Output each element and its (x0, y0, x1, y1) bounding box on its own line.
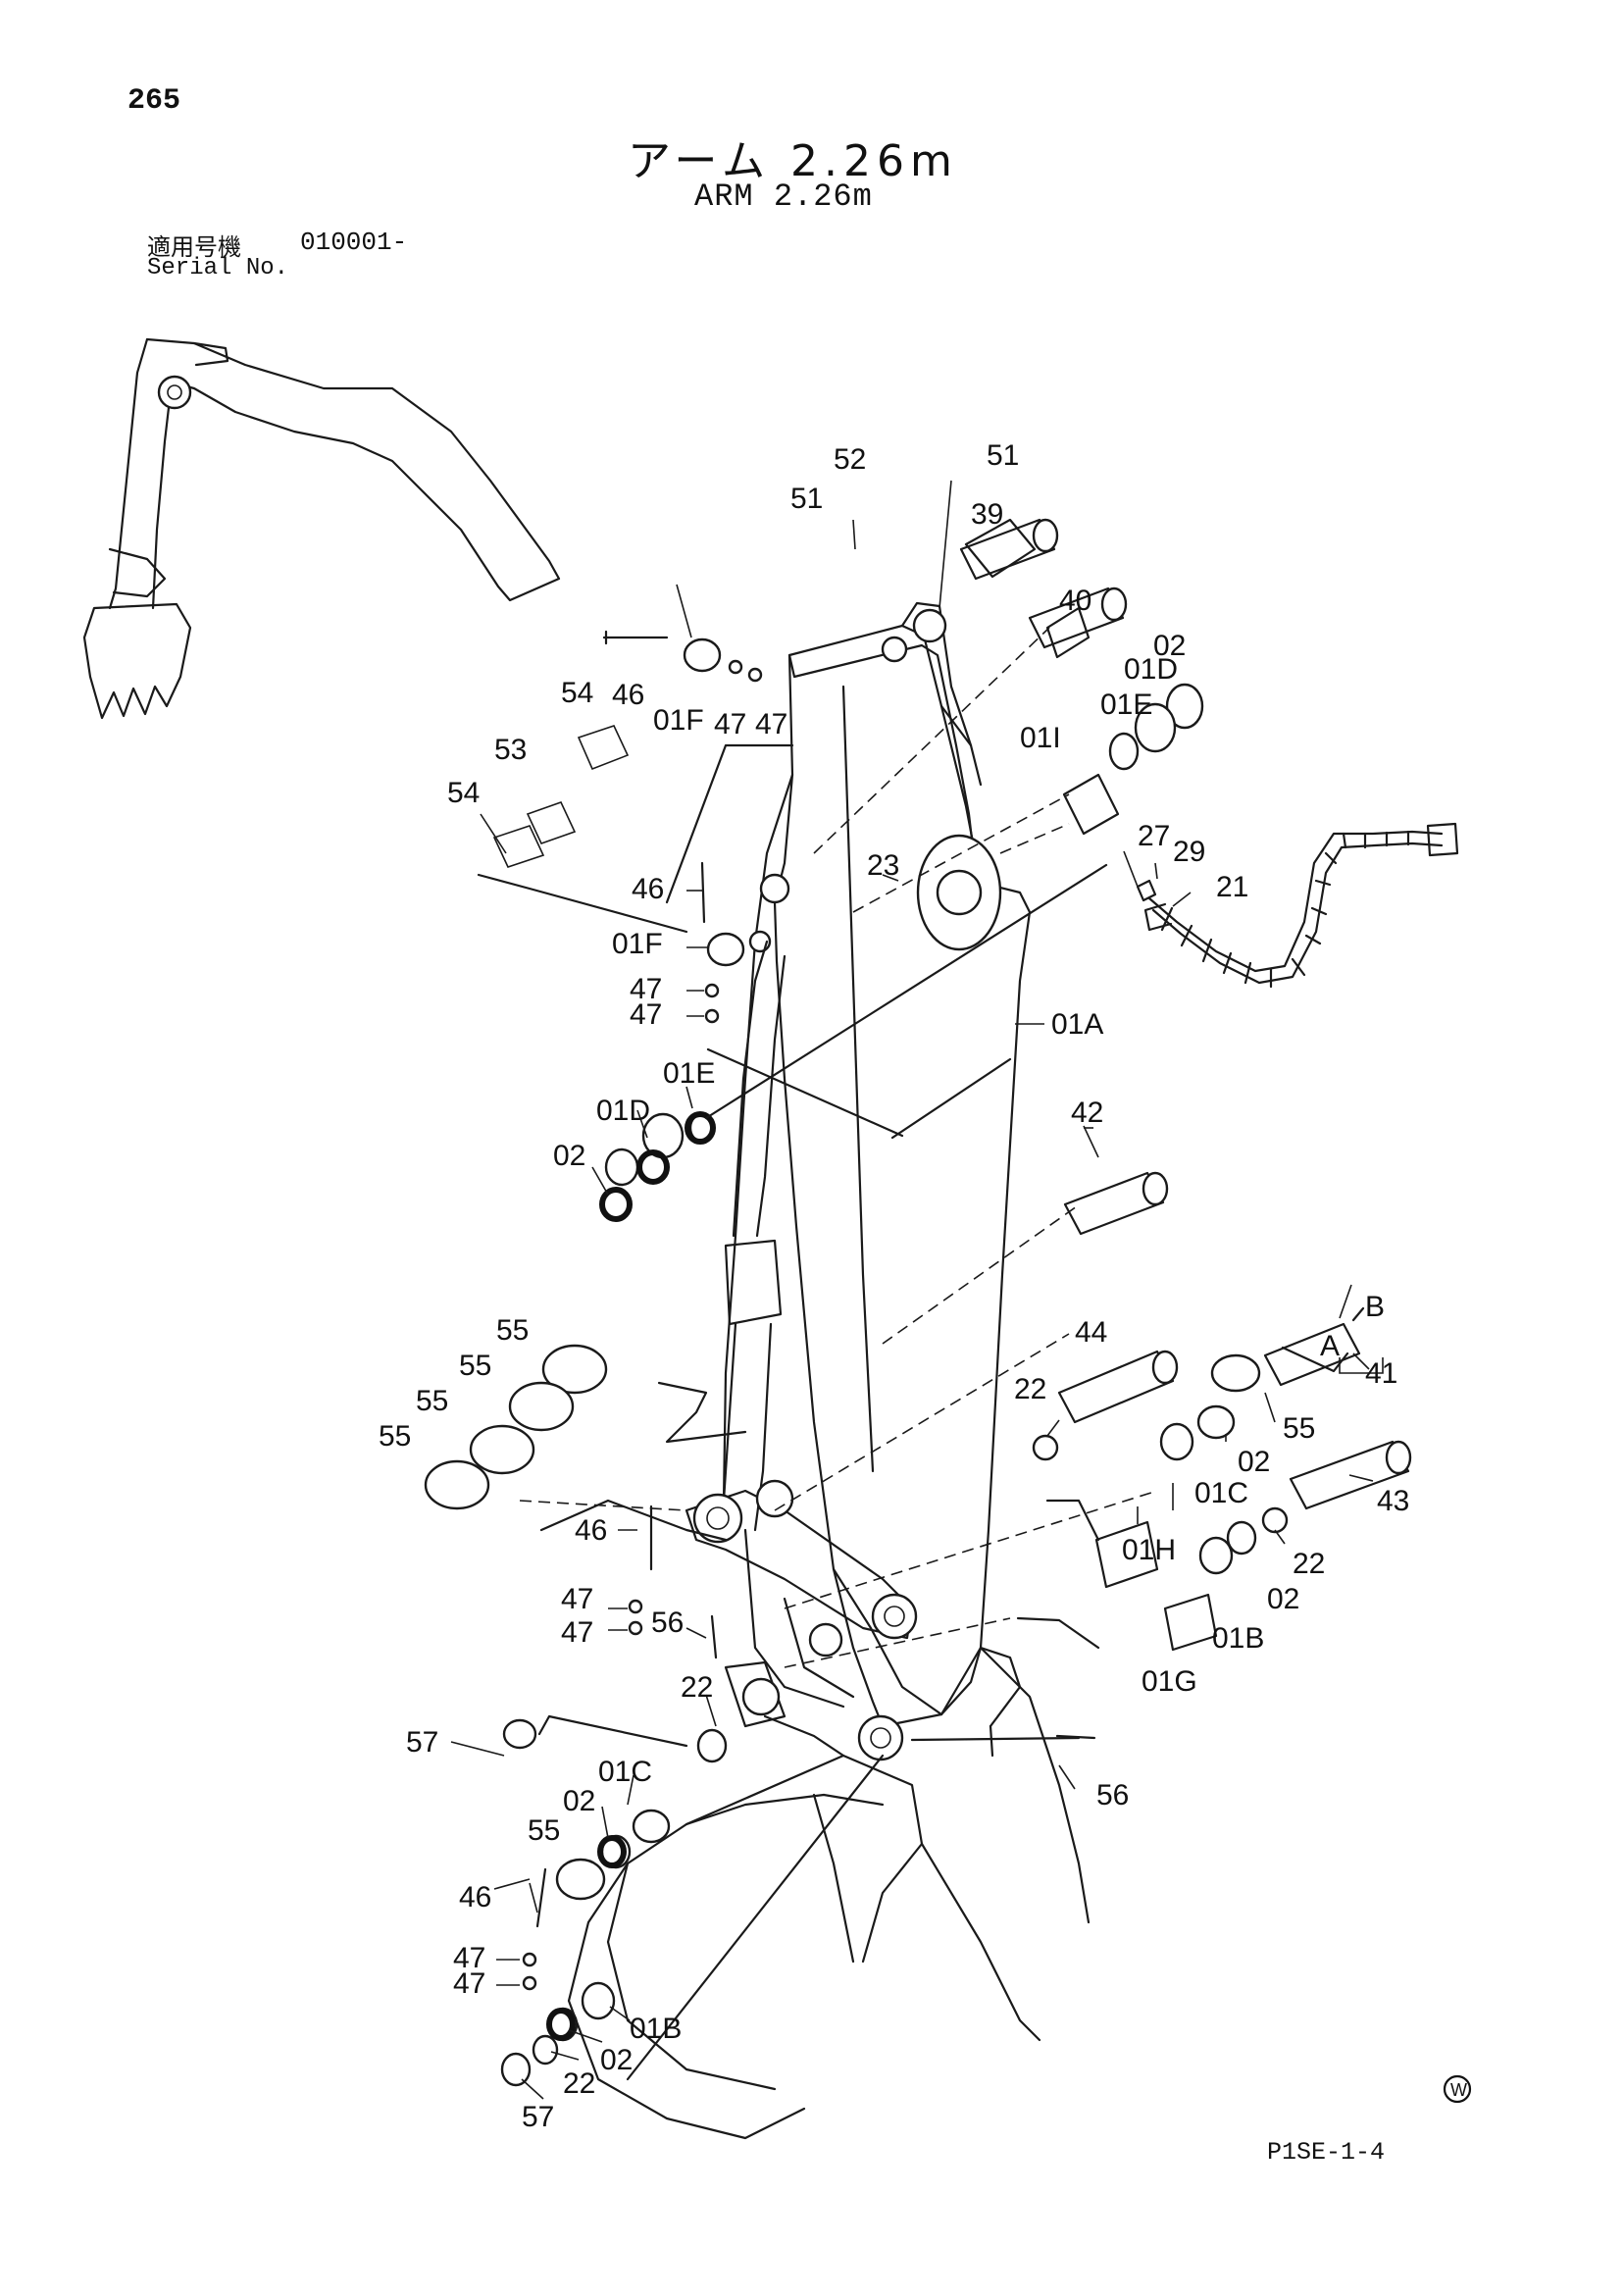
callout-label: 02 (1238, 1446, 1270, 1478)
callout-label: 46 (632, 873, 664, 905)
callout-label: 01C (1194, 1477, 1248, 1509)
callout-label: 55 (379, 1420, 411, 1453)
callout-label: 46 (575, 1514, 607, 1547)
callout-label: 02 (553, 1140, 585, 1172)
callout-label: 01E (1100, 689, 1152, 721)
callout-label: 01B (1212, 1622, 1264, 1655)
callout-label: 47 (630, 973, 662, 1005)
callout-label: 02 (1267, 1583, 1299, 1615)
page-number: 265 (127, 84, 181, 118)
assembly-lines (477, 627, 1349, 2081)
parts-top-right (964, 518, 1204, 836)
callout-label: 44 (1075, 1316, 1107, 1349)
callout-label: 01G (1142, 1665, 1197, 1698)
callout-label: 47 (755, 708, 787, 740)
callout-label: 01A (1051, 1008, 1103, 1041)
bucket-linkage (567, 1479, 1091, 2140)
callout-label: 55 (496, 1314, 529, 1347)
excavator-inset-sketch (82, 337, 561, 720)
callout-label: 02 (1153, 630, 1186, 662)
callout-label: 01D (596, 1095, 650, 1127)
serial-label-japanese: 適用号機 (147, 233, 241, 261)
callout-label: 47 (561, 1583, 593, 1615)
callout-label: 01D (1124, 653, 1178, 686)
callout-label: 56 (1096, 1779, 1129, 1811)
callout-label: B (1365, 1291, 1385, 1323)
parts-left (424, 630, 763, 2087)
callout-label: 54 (561, 677, 593, 709)
bucket-cylinder (720, 940, 787, 1532)
callout-label: 02 (563, 1785, 595, 1817)
drawing-code: P1SE-1-4 (1267, 2138, 1386, 2167)
callout-label: 55 (528, 1814, 560, 1847)
title-english: ARM 2.26m (694, 179, 873, 215)
serial-number-range: 010001- (300, 228, 408, 257)
callout-label: 01H (1122, 1534, 1176, 1566)
callout-label: 01B (630, 2013, 682, 2045)
callout-label: 46 (612, 679, 644, 711)
callout-label: 41 (1365, 1357, 1397, 1390)
callout-label: A (1320, 1330, 1340, 1362)
o-rings (546, 1111, 716, 2041)
callout-label: 55 (459, 1350, 491, 1382)
watermark-w-icon: W (1443, 2074, 1472, 2104)
callout-label: 39 (971, 498, 1003, 531)
callout-label: 51 (790, 483, 823, 515)
callout-label: 42 (1071, 1097, 1103, 1129)
callout-label: 52 (834, 443, 866, 476)
callout-label: 22 (1293, 1548, 1325, 1580)
title-japanese: アーム 2.26m (628, 136, 958, 186)
callout-label: 47 (714, 708, 746, 740)
callout-label: 46 (459, 1881, 491, 1913)
callout-label: 47 (453, 1967, 485, 2000)
callout-label: 55 (416, 1385, 448, 1417)
callout-label: 54 (447, 777, 480, 809)
callout-label: 47 (561, 1616, 593, 1649)
callout-label: 22 (681, 1671, 713, 1704)
callout-label: 47 (453, 1942, 485, 1974)
callout-label: 55 (1283, 1412, 1315, 1445)
callout-label: 51 (987, 439, 1019, 472)
callout-label: 02 (600, 2044, 633, 2076)
callout-label: 43 (1377, 1485, 1409, 1517)
serial-label-english: Serial No. (147, 255, 289, 281)
callout-label: 40 (1059, 585, 1091, 617)
callout-label: 01F (653, 704, 704, 737)
pins-and-bushings (959, 518, 1412, 1740)
leader-lines (450, 480, 1384, 2100)
callout-label: 01E (663, 1057, 715, 1090)
callout-label: 22 (1014, 1373, 1046, 1405)
callout-label: 21 (1216, 871, 1248, 903)
hose-assembly (1136, 822, 1459, 989)
callout-label: 47 (630, 998, 662, 1031)
callout-label: 57 (522, 2101, 554, 2133)
callout-label: 57 (406, 1726, 438, 1759)
callout-label: 22 (563, 2067, 595, 2100)
arm-body (722, 601, 1032, 1728)
callout-label: 27 (1138, 820, 1170, 852)
callout-label: 29 (1173, 836, 1205, 868)
callout-label: 53 (494, 734, 527, 766)
callout-label: 01I (1020, 722, 1061, 754)
callout-label: 01C (598, 1756, 652, 1788)
callout-labels: 51 52 51 39 40 01D 02 01E 01I 46 01F 47 … (379, 439, 1409, 2133)
watermark-letter: W (1450, 2080, 1467, 2100)
callout-label: 56 (651, 1607, 684, 1639)
callout-label: 01F (612, 928, 663, 960)
callout-label: 23 (867, 849, 899, 882)
